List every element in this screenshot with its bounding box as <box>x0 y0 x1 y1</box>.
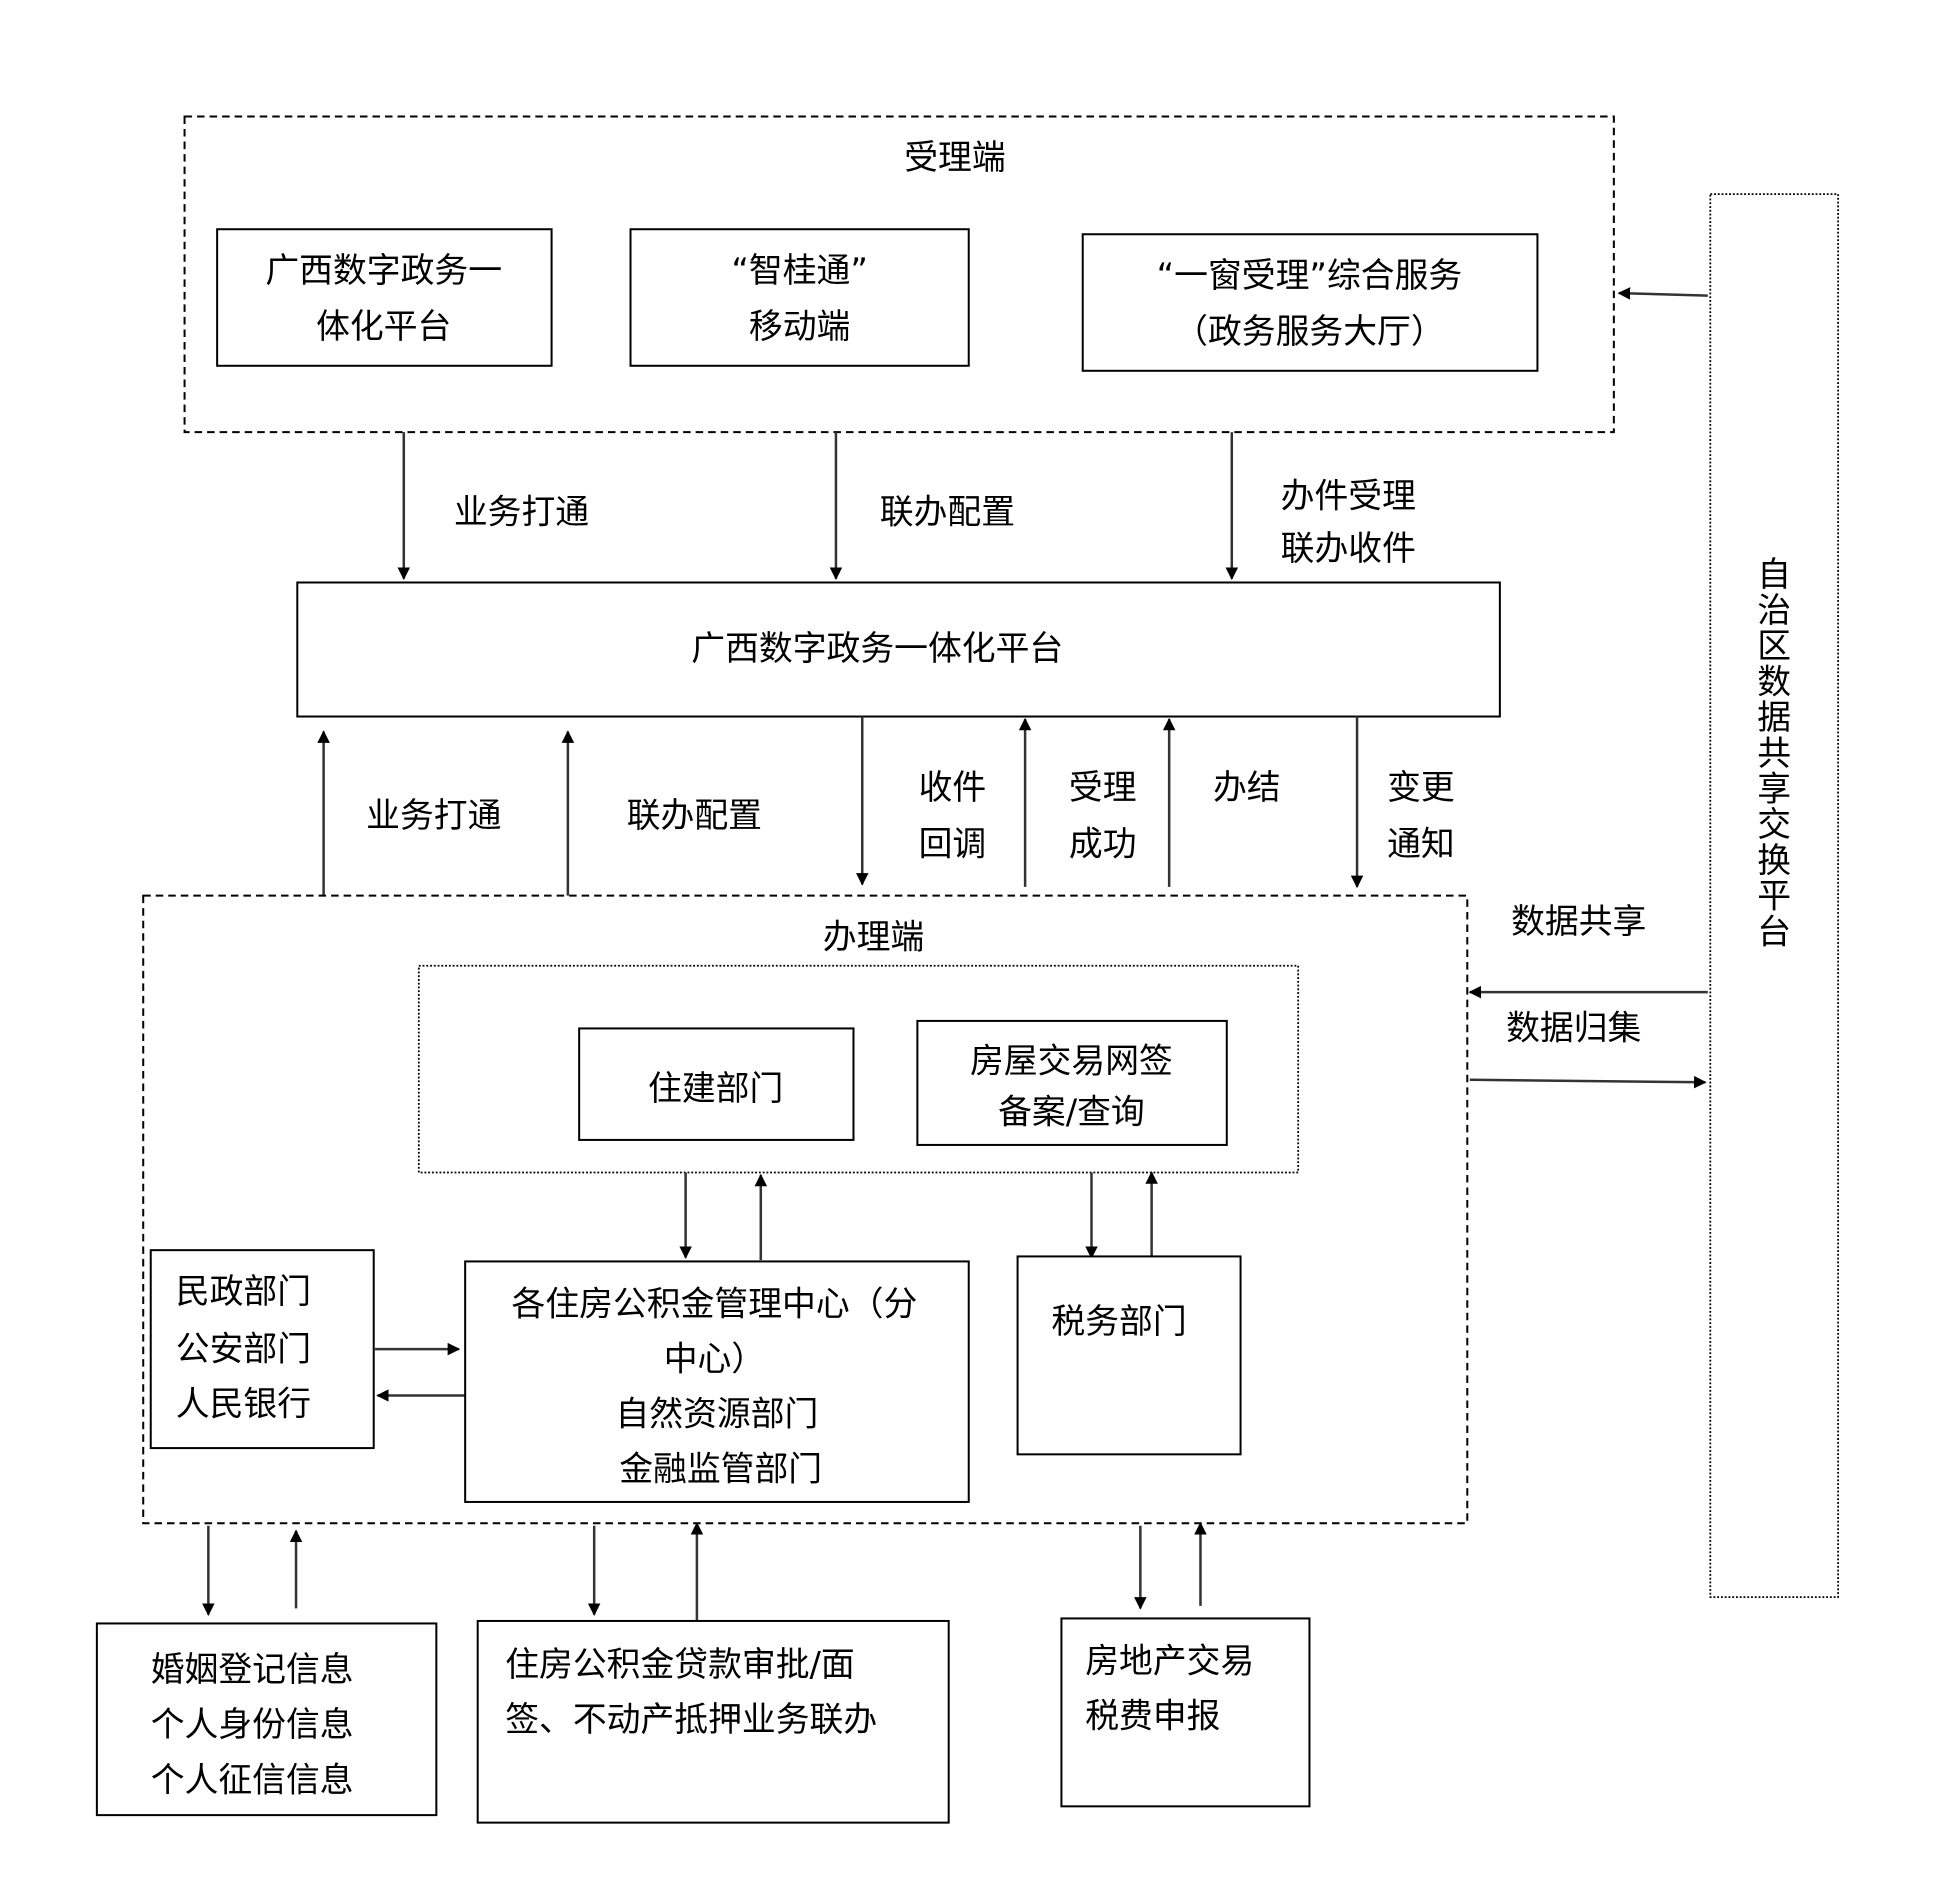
box-marriage-info[interactable]: 婚姻登记信息 个人身份信息 个人征信信息 <box>95 1622 438 1817</box>
box-one-window[interactable]: “一窗受理”综合服务 （政务服务大厅） <box>1081 233 1539 372</box>
tax-filing-line1: 房地产交易 <box>1085 1641 1254 1680</box>
processing-end-group: 办理端 住建部门 房屋交易网签 备案/查询 民政部门 公安部门 人民银行 各住房… <box>142 894 1469 1525</box>
box-gx-platform-line2: 体化平台 <box>316 307 451 346</box>
box-tax-dept[interactable]: 税务部门 <box>1016 1255 1242 1456</box>
tax-dept-label: 税务部门 <box>1051 1302 1186 1341</box>
box-gx-platform-line1: 广西数字政务一 <box>265 251 502 290</box>
platform-label-char: 台 <box>1757 912 1791 951</box>
box-zhiguitong-line2: 移动端 <box>749 307 850 346</box>
platform-label-char: 交 <box>1757 805 1791 844</box>
box-fund-center[interactable]: 各住房公积金管理中心（分 中心） 自然资源部门 金融监管部门 <box>464 1260 970 1503</box>
box-zhiguitong[interactable]: “智桂通” 移动端 <box>629 228 970 367</box>
tax-filing-line2: 税费申报 <box>1085 1696 1220 1735</box>
label-joint-config-upper: 联办配置 <box>880 493 1015 532</box>
label-accept-2: 成功 <box>1069 825 1137 864</box>
platform-label-char: 享 <box>1757 769 1791 808</box>
platform-label-char: 区 <box>1757 627 1791 666</box>
label-complete: 办结 <box>1213 768 1281 807</box>
box-gx-platform[interactable]: 广西数字政务一 体化平台 <box>216 228 553 367</box>
platform-label-char: 自 <box>1757 555 1791 594</box>
label-joint-config-lower: 联办配置 <box>627 796 762 835</box>
label-data-share: 数据共享 <box>1511 902 1646 941</box>
label-receive-2: 回调 <box>919 825 987 864</box>
fund-center-line4: 金融监管部门 <box>619 1450 822 1489</box>
acceptance-end-title: 受理端 <box>904 138 1005 177</box>
label-change-2: 通知 <box>1387 825 1455 864</box>
data-exchange-platform[interactable]: 自治区数据共享交换平台 <box>1709 193 1839 1599</box>
label-data-collect: 数据归集 <box>1506 1009 1641 1048</box>
processing-end-title: 办理端 <box>823 917 924 956</box>
central-platform-title: 广西数字政务一体化平台 <box>691 629 1063 668</box>
platform-label-char: 平 <box>1757 877 1791 916</box>
loan-approval-line2: 签、不动产抵押业务联办 <box>505 1700 877 1739</box>
civil-group-line2: 公安部门 <box>176 1329 311 1368</box>
box-loan-approval[interactable]: 住房公积金贷款审批/面 签、不动产抵押业务联办 <box>476 1619 950 1824</box>
platform-label-char: 换 <box>1757 841 1791 880</box>
box-online-signing[interactable]: 房屋交易网签 备案/查询 <box>916 1019 1228 1146</box>
label-business-connect-upper: 业务打通 <box>454 493 589 532</box>
marriage-info-line3: 个人征信信息 <box>151 1760 354 1799</box>
label-case-accept-1: 办件受理 <box>1281 476 1416 515</box>
fund-center-line2: 中心） <box>664 1339 765 1378</box>
label-receive-1: 收件 <box>919 768 987 807</box>
housing-dept-label: 住建部门 <box>648 1069 783 1108</box>
processing-end-frame <box>142 894 1469 1525</box>
civil-group-line3: 人民银行 <box>176 1385 311 1424</box>
online-signing-line2: 备案/查询 <box>998 1093 1145 1132</box>
fund-center-line3: 自然资源部门 <box>616 1395 819 1434</box>
data-exchange-platform-label: 自治区数据共享交换平台 <box>1757 555 1791 951</box>
box-one-window-line1: “一窗受理”综合服务 <box>1157 256 1463 295</box>
arrow-platform-to-acceptance <box>1617 287 1708 300</box>
box-civil-group[interactable]: 民政部门 公安部门 人民银行 <box>149 1249 375 1450</box>
housing-subgroup-frame <box>417 964 1300 1174</box>
central-platform-box[interactable]: 广西数字政务一体化平台 <box>296 581 1501 718</box>
box-zhiguitong-line1: “智桂通” <box>731 251 867 290</box>
box-one-window-line2: （政务服务大厅） <box>1174 312 1445 351</box>
label-change-1: 变更 <box>1387 768 1455 807</box>
platform-label-char: 治 <box>1757 591 1791 630</box>
label-business-connect-lower: 业务打通 <box>366 796 501 835</box>
loan-approval-line1: 住房公积金贷款审批/面 <box>505 1645 855 1684</box>
platform-label-char: 数 <box>1757 662 1791 701</box>
label-accept-1: 受理 <box>1069 768 1137 807</box>
acceptance-end-group: 受理端 广西数字政务一 体化平台 “智桂通” 移动端 “一窗受理”综合服务 （政… <box>183 115 1615 434</box>
civil-group-line1: 民政部门 <box>176 1272 311 1311</box>
platform-label-char: 据 <box>1757 698 1791 737</box>
box-housing-dept[interactable]: 住建部门 <box>578 1027 855 1141</box>
label-case-accept-2: 联办收件 <box>1281 529 1416 568</box>
arrow-data-collect <box>1469 1075 1707 1089</box>
platform-label-char: 共 <box>1757 734 1791 773</box>
marriage-info-line2: 个人身份信息 <box>151 1705 354 1744</box>
marriage-info-line1: 婚姻登记信息 <box>151 1650 354 1689</box>
box-tax-filing[interactable]: 房地产交易 税费申报 <box>1060 1617 1311 1808</box>
online-signing-line1: 房屋交易网签 <box>970 1041 1173 1080</box>
fund-center-line1: 各住房公积金管理中心（分 <box>512 1284 918 1323</box>
